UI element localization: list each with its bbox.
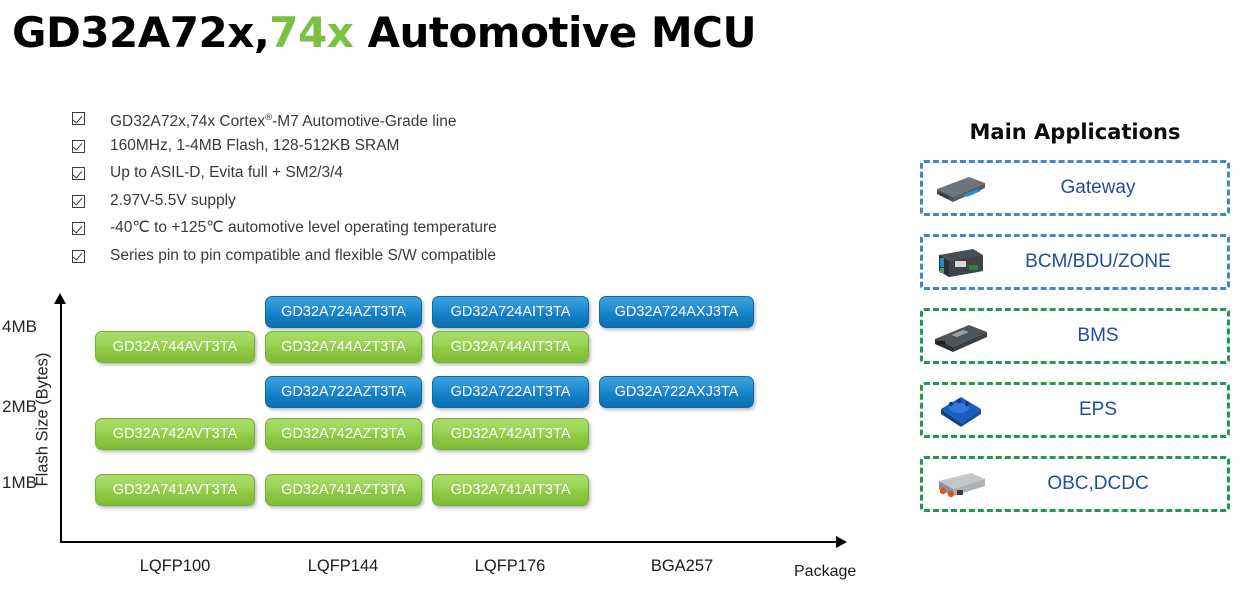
feature-item-label: -40℃ to +125℃ automotive level operating… (110, 218, 497, 238)
x-tick-bga257: BGA257 (650, 557, 714, 575)
application-label: OBC,DCDC (1047, 473, 1149, 494)
x-tick-lqfp100: LQFP100 (139, 557, 211, 575)
part-number-label: GD32A741AZT3TA (281, 482, 406, 498)
part-number-box[interactable]: GD32A744AZT3TA (265, 331, 422, 363)
part-number-label: GD32A741AVT3TA (112, 482, 238, 498)
application-box-obc-dcdc[interactable]: OBC,DCDC (920, 456, 1230, 512)
gateway-module-icon (929, 167, 991, 209)
bms-module-icon (929, 315, 991, 357)
page-title-part2: Automotive MCU (353, 8, 757, 57)
application-label: BCM/BDU/ZONE (1025, 251, 1171, 272)
part-number-label: GD32A722AXJ3TA (614, 384, 739, 400)
application-box-gateway[interactable]: Gateway (920, 160, 1230, 216)
page-title-part1: GD32A72x, (12, 8, 270, 57)
obc-module-icon (929, 463, 991, 505)
application-label: BMS (1077, 325, 1119, 346)
part-number-box[interactable]: GD32A742AVT3TA (95, 418, 255, 450)
page-title-accent: 74x (269, 8, 354, 57)
part-number-label: GD32A724AXJ3TA (614, 304, 739, 320)
y-axis-arrow-icon (54, 293, 66, 304)
y-axis-line (60, 300, 62, 543)
application-box-eps[interactable]: EPS (920, 382, 1230, 438)
bcm-module-icon (929, 241, 991, 283)
part-number-label: GD32A722AIT3TA (450, 384, 571, 400)
part-number-box[interactable]: GD32A744AIT3TA (432, 331, 589, 363)
feature-text-main: -40℃ to +125℃ automotive level operating… (110, 219, 497, 236)
x-axis-line (60, 541, 842, 543)
eps-module-icon (929, 389, 991, 431)
feature-item-label: Series pin to pin compatible and flexibl… (110, 246, 496, 266)
y-axis-title: Flash Size (Bytes) (33, 352, 52, 487)
feature-item-label: GD32A72x,74x Cortex®-M7 Automotive-Grade… (110, 108, 456, 132)
part-number-box[interactable]: GD32A741AVT3TA (95, 474, 255, 506)
part-number-label: GD32A742AVT3TA (112, 426, 238, 442)
checkbox-checked-icon (72, 112, 85, 125)
y-tick-2mb: 2MB (2, 397, 37, 416)
feature-text-main: Series pin to pin compatible and flexibl… (110, 246, 496, 264)
feature-item: Series pin to pin compatible and flexibl… (72, 246, 672, 274)
part-number-box[interactable]: GD32A722AXJ3TA (599, 376, 754, 408)
application-label: EPS (1078, 399, 1118, 420)
package-flash-chart: 4MB 2MB 1MB Flash Size (Bytes) LQFP100 L… (0, 285, 880, 600)
y-tick-4mb: 4MB (2, 317, 37, 336)
part-number-box[interactable]: GD32A722AIT3TA (432, 376, 589, 408)
feature-item: Up to ASIL-D, Evita full + SM2/3/4 (72, 163, 672, 191)
part-number-box[interactable]: GD32A724AZT3TA (265, 296, 422, 328)
part-number-label: GD32A724AZT3TA (281, 304, 406, 320)
part-number-box[interactable]: GD32A741AZT3TA (265, 474, 422, 506)
registered-mark: ® (265, 112, 273, 123)
part-number-box[interactable]: GD32A742AZT3TA (265, 418, 422, 450)
checkbox-checked-icon (72, 194, 85, 208)
checkbox-checked-icon (72, 249, 85, 263)
feature-text-main: 2.97V-5.5V supply (110, 191, 236, 209)
feature-text-main: 160MHz, 1-4MB Flash, 128-512KB SRAM (110, 136, 400, 154)
feature-list: GD32A72x,74x Cortex®-M7 Automotive-Grade… (72, 108, 672, 273)
x-axis-title: Package (794, 563, 857, 580)
part-number-label: GD32A741AIT3TA (450, 482, 571, 498)
y-tick-1mb: 1MB (2, 473, 37, 492)
feature-item-label: Up to ASIL-D, Evita full + SM2/3/4 (110, 163, 343, 183)
part-number-label: GD32A724AIT3TA (450, 304, 571, 320)
part-number-box[interactable]: GD32A724AXJ3TA (599, 296, 754, 328)
x-tick-lqfp176: LQFP176 (474, 557, 546, 575)
part-number-box[interactable]: GD32A724AIT3TA (432, 296, 589, 328)
main-applications-heading: Main Applications (969, 120, 1181, 144)
feature-item: 160MHz, 1-4MB Flash, 128-512KB SRAM (72, 136, 672, 164)
application-box-bms[interactable]: BMS (920, 308, 1230, 364)
part-number-label: GD32A744AIT3TA (450, 339, 571, 355)
feature-text-main: Up to ASIL-D, Evita full + SM2/3/4 (110, 164, 344, 181)
part-number-label: GD32A722AZT3TA (281, 384, 406, 400)
application-box-bcm-bdu-zone[interactable]: BCM/BDU/ZONE (920, 234, 1230, 290)
feature-item-label: 2.97V-5.5V supply (110, 191, 236, 211)
feature-item: -40℃ to +125℃ automotive level operating… (72, 218, 672, 246)
feature-item: 2.97V-5.5V supply (72, 191, 672, 219)
part-number-label: GD32A744AZT3TA (281, 339, 406, 355)
checkbox-checked-icon (72, 139, 85, 153)
checkbox-checked-icon (72, 167, 85, 180)
part-number-label: GD32A744AVT3TA (112, 339, 238, 355)
feature-text-main: GD32A72x,74x Cortex (110, 113, 266, 131)
feature-item-label: 160MHz, 1-4MB Flash, 128-512KB SRAM (110, 136, 399, 156)
part-number-box[interactable]: GD32A722AZT3TA (265, 376, 422, 408)
part-number-label: GD32A742AIT3TA (450, 426, 571, 442)
application-label: Gateway (1060, 177, 1136, 198)
checkbox-checked-icon (72, 222, 85, 235)
feature-item: GD32A72x,74x Cortex®-M7 Automotive-Grade… (72, 108, 672, 136)
part-number-box[interactable]: GD32A742AIT3TA (432, 418, 589, 450)
part-number-label: GD32A742AZT3TA (281, 426, 406, 442)
page-title: GD32A72x,74x Automotive MCU (12, 8, 757, 57)
part-number-box[interactable]: GD32A744AVT3TA (95, 331, 255, 363)
x-tick-lqfp144: LQFP144 (307, 557, 379, 575)
feature-text-tail: -M7 Automotive-Grade line (272, 113, 457, 131)
part-number-box[interactable]: GD32A741AIT3TA (432, 474, 589, 506)
x-axis-arrow-icon (836, 536, 847, 548)
